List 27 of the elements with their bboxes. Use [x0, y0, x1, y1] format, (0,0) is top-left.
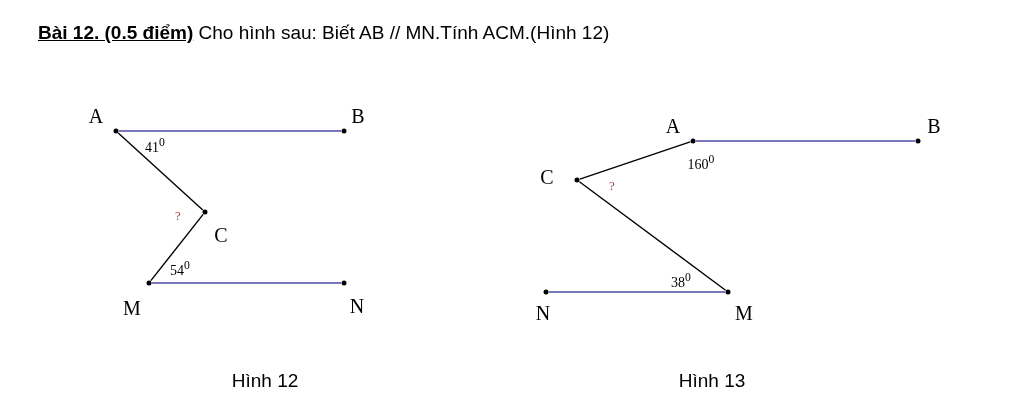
- line-segment: [117, 132, 204, 211]
- figure-caption: Hình 12: [231, 370, 299, 392]
- line-segment: [578, 181, 727, 291]
- line-segment: [548, 291, 726, 293]
- line-segment: [579, 141, 691, 180]
- point-label: N: [535, 301, 551, 325]
- point-label: B: [927, 114, 941, 138]
- point-label: C: [540, 165, 554, 189]
- unknown-angle-mark: ?: [175, 208, 181, 224]
- unknown-angle-mark: ?: [609, 178, 615, 194]
- exercise-heading: Bài 12. (0.5 điểm) Cho hình sau: Biết AB // MN.Tính ACM.(Hình 12): [38, 22, 610, 44]
- point-label: A: [665, 114, 681, 138]
- point-label: B: [351, 104, 365, 128]
- line-segment: [150, 213, 204, 282]
- angle-label: 41$^{0}$: [145, 136, 165, 156]
- angle-label: 54$^{0}$: [170, 259, 190, 279]
- angle-label: 160$^{0}$: [687, 153, 715, 173]
- line-segment: [151, 282, 342, 284]
- line-segment: [695, 140, 916, 142]
- line-segment: [118, 130, 342, 132]
- point-label: A: [88, 104, 104, 128]
- point-label: M: [123, 296, 141, 320]
- figure-caption: Hình 13: [678, 370, 746, 392]
- point-label: C: [214, 223, 228, 247]
- angle-label: 38$^{0}$: [671, 271, 691, 291]
- point-label: M: [735, 301, 753, 325]
- point-label: N: [349, 294, 365, 318]
